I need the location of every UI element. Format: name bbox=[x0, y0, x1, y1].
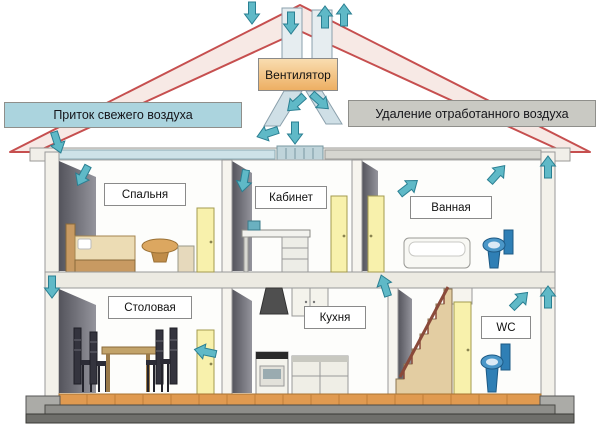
bedside-table bbox=[177, 245, 195, 273]
toilet bbox=[482, 229, 514, 269]
range-hood bbox=[259, 287, 289, 315]
stove bbox=[255, 351, 289, 395]
airflow-arrow bbox=[244, 1, 260, 25]
stairs bbox=[395, 286, 453, 395]
fan-label: Вентилятор bbox=[258, 58, 338, 91]
floor-slab bbox=[44, 271, 556, 289]
ottoman bbox=[141, 238, 179, 263]
room-label-wc: WC bbox=[481, 316, 531, 339]
room-label-kitchen: Кухня bbox=[304, 306, 366, 329]
wood-floor bbox=[58, 393, 542, 406]
intake-banner: Приток свежего воздуха bbox=[4, 102, 242, 128]
exhaust-banner: Удаление отработанного воздуха bbox=[348, 100, 596, 127]
room-label-bedroom: Спальня bbox=[104, 183, 186, 206]
room-label-dining: Столовая bbox=[108, 296, 192, 319]
bathtub bbox=[403, 237, 471, 269]
room-label-bathroom: Ванная bbox=[410, 196, 492, 219]
airflow-arrow bbox=[336, 3, 352, 27]
bed bbox=[65, 223, 136, 273]
dining-set bbox=[73, 327, 178, 392]
kitchen-counter bbox=[291, 355, 349, 395]
airflow-arrow bbox=[287, 121, 303, 145]
desk bbox=[241, 220, 311, 273]
wc-toilet bbox=[480, 343, 511, 393]
attic-floor-duct bbox=[29, 145, 571, 162]
foundation bbox=[25, 395, 575, 424]
room-label-study: Кабинет bbox=[255, 186, 327, 209]
